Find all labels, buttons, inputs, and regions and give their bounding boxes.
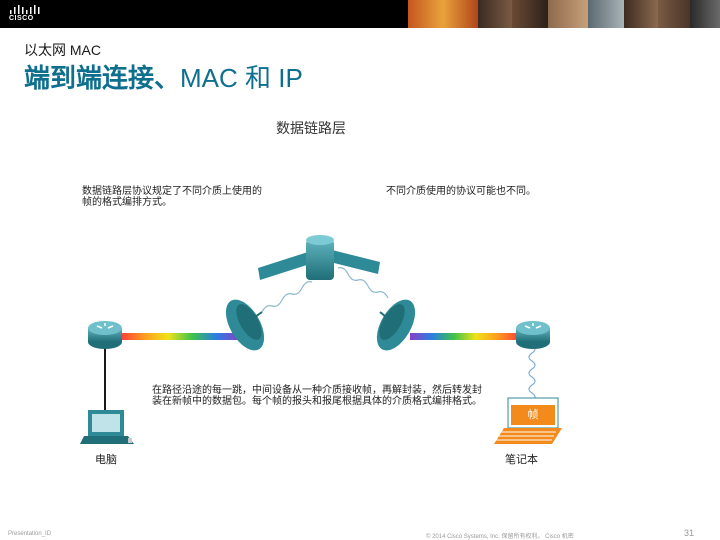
dish-left-icon — [225, 299, 265, 351]
slide-title-latin: MAC 和 IP — [180, 63, 303, 93]
dish-right-icon — [376, 299, 416, 351]
pc-label: 电脑 — [95, 454, 117, 466]
laptop-label: 笔记本 — [505, 454, 538, 466]
cisco-logo-icon — [10, 5, 40, 14]
header-photo — [690, 0, 720, 28]
note-right: 不同介质使用的协议可能也不同。 — [386, 186, 536, 197]
header-photo — [512, 0, 548, 28]
pc-icon — [80, 410, 134, 444]
top-banner: CISCO — [0, 0, 720, 28]
wireless-link-right — [337, 267, 389, 299]
header-photo — [658, 0, 690, 28]
wireless-link-left — [261, 281, 313, 313]
header-photo — [588, 0, 624, 28]
logo-text: CISCO — [9, 15, 34, 22]
slide-title: 端到端连接、MAC 和 IP — [24, 58, 303, 95]
link-right — [410, 333, 520, 340]
header-photo — [624, 0, 658, 28]
page-number: 31 — [684, 528, 695, 538]
header-photo — [478, 0, 512, 28]
satellite-icon — [258, 235, 380, 280]
footer-copyright: © 2014 Cisco Systems, Inc. 保留所有权利。 Cisco… — [426, 534, 574, 540]
note-bottom: 在路径沿途的每一跳，中间设备从一种介质接收帧，再解封装，然后转发封装在新帧中的数… — [152, 385, 482, 407]
header-photo — [548, 0, 588, 28]
link-left — [120, 333, 240, 340]
header-photo — [408, 0, 478, 28]
slide-subtitle: 以太网 MAC — [24, 42, 101, 58]
router-right-icon — [516, 321, 550, 349]
note-left: 数据链路层协议规定了不同介质上使用的帧的格式编排方式。 — [82, 186, 262, 208]
header-photo-strip — [408, 0, 720, 28]
router-left-icon — [88, 321, 122, 349]
frame-label: 帧 — [511, 405, 555, 425]
diagram-title: 数据链路层 — [276, 120, 346, 136]
footer-presentation-id: Presentation_ID — [8, 531, 52, 537]
slide-title-cjk: 端到端连接、 — [24, 63, 181, 93]
